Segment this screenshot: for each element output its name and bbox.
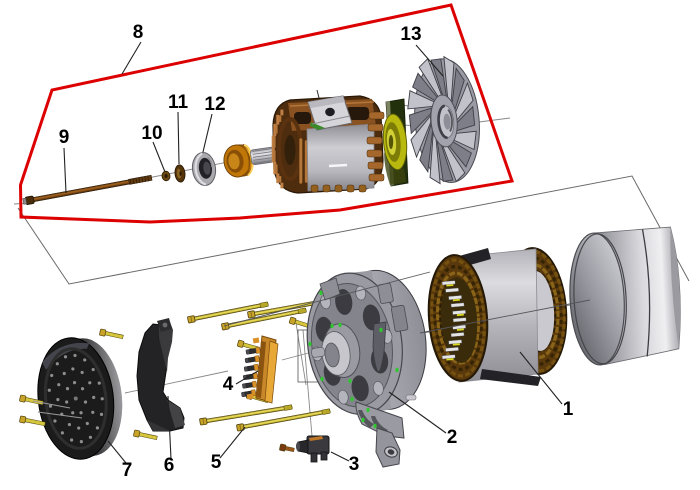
svg-text:8: 8: [133, 22, 144, 43]
svg-text:4: 4: [223, 374, 234, 395]
svg-text:10: 10: [141, 123, 162, 144]
svg-text:9: 9: [59, 127, 70, 148]
svg-text:12: 12: [204, 94, 225, 115]
svg-text:13: 13: [400, 24, 421, 45]
svg-text:5: 5: [211, 452, 222, 473]
svg-text:7: 7: [122, 460, 133, 481]
svg-text:1: 1: [563, 399, 574, 420]
svg-text:3: 3: [349, 454, 360, 475]
svg-text:11: 11: [168, 92, 189, 113]
svg-text:2: 2: [447, 427, 458, 448]
svg-text:6: 6: [164, 455, 175, 476]
